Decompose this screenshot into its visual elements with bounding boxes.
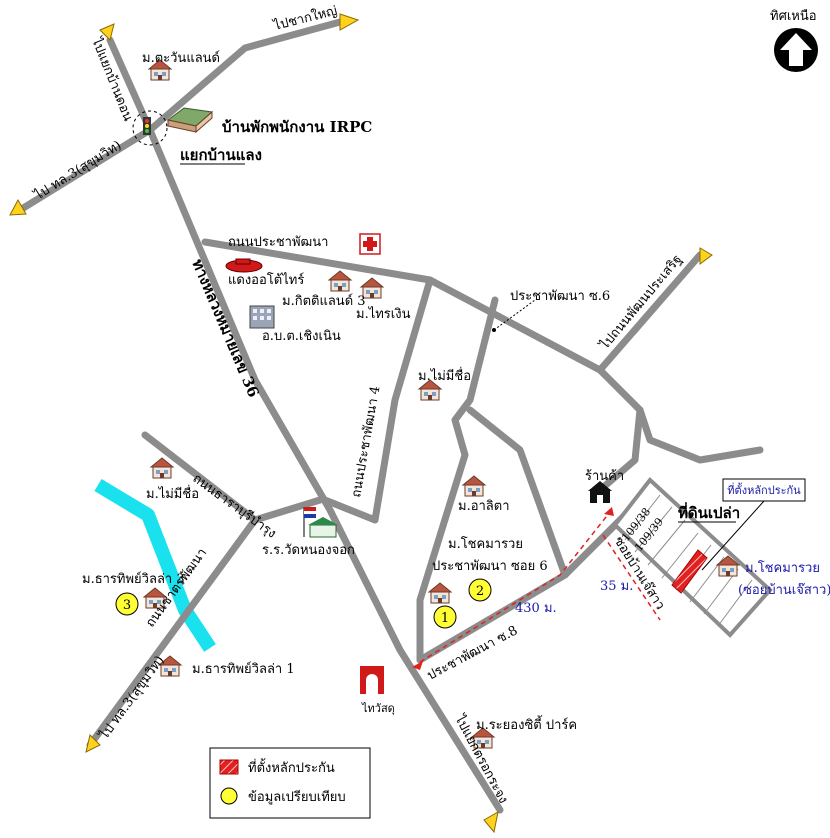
label-soi-ban-jaesao: (ซอยบ้านเจ๊สาว) xyxy=(738,583,830,598)
route-line-35m xyxy=(602,534,661,621)
svg-text:1: 1 xyxy=(441,611,449,626)
highway-36-road xyxy=(106,36,504,814)
house-icon xyxy=(462,475,486,497)
label-tharapiw-1: ม.ธารทิพย์วิลล่า 1 xyxy=(192,661,295,677)
label-home-pro: ไทวัสดุ xyxy=(361,702,395,715)
hospital-icon xyxy=(359,233,381,255)
svg-text:3: 3 xyxy=(123,598,131,613)
thai-watsadu-logo-icon xyxy=(360,666,384,694)
school-icon xyxy=(303,507,338,538)
label-kitti-land: ม.กิตติแลนด์ 3 xyxy=(282,293,366,309)
north-label: ทิศเหนือ xyxy=(770,8,817,24)
legend-comparison-swatch xyxy=(220,787,238,805)
collateral-plot xyxy=(671,549,708,594)
svg-text:2: 2 xyxy=(476,584,484,599)
north-arrow-icon xyxy=(774,28,818,72)
road-network xyxy=(16,18,764,814)
road-to-th3-bottom xyxy=(86,516,259,749)
house-icon xyxy=(150,457,174,479)
ban-lang-junction xyxy=(132,110,168,146)
arrow-th3-bottom-icon xyxy=(85,734,101,753)
label-shop: ร้านค้า xyxy=(585,469,624,484)
label-arita: ม.อาลิตา xyxy=(458,499,510,514)
road-east-branch xyxy=(596,406,644,494)
shop-icon xyxy=(588,481,612,503)
river xyxy=(94,478,216,652)
label-dist-430: 430 ม. xyxy=(515,601,557,616)
arrow-th3-top-icon xyxy=(9,198,27,216)
prachapattana-soi6-road xyxy=(416,296,499,664)
label-subanphat-road: ถนนชาตรพัฒนา xyxy=(143,546,210,631)
road-to-chak-yai xyxy=(146,18,344,134)
comparison-marker-2[interactable]: 2 xyxy=(468,578,492,602)
label-no-name-1: ม.ไม่มีชื่อ xyxy=(418,367,471,384)
obt-building-icon xyxy=(249,305,275,329)
label-tharapiw-3: ม.ธารทิพย์วิลล่า 3 xyxy=(82,571,185,587)
label-dealer: แดงออโต้ไทร์ xyxy=(228,272,304,288)
route-line xyxy=(419,511,611,663)
label-empty-land: ที่ดินเปล่า xyxy=(678,502,740,522)
plot-block xyxy=(612,477,773,638)
arrow-kao-hang-icon xyxy=(483,811,499,834)
legend-comparison-label: ข้อมูลเปรียบเทียบ xyxy=(248,789,346,805)
label-thai-ngern: ม.ไทรเงิน xyxy=(356,306,411,322)
collateral-callout-text: ที่ตั้งหลักประกัน xyxy=(727,482,801,497)
label-to-th3-bottom: ไป ทล.3(สุขุมวิท) xyxy=(96,653,168,744)
legend-collateral-swatch xyxy=(219,759,239,775)
label-to-th3-top: ไป ทล.3(สุขุมวิท) xyxy=(31,137,125,204)
label-rayong-city-park: ม.ระยองซิตี้ ปาร์ค xyxy=(476,715,577,733)
label-dist-35: 35 ม. xyxy=(600,579,633,594)
label-school: ร.ร.วัดหนองจอก xyxy=(262,543,355,558)
direction-arrows xyxy=(9,13,713,834)
car-dealer-icon xyxy=(225,258,263,273)
arrow-chak-yai-icon xyxy=(339,13,360,31)
irpc-building-icon xyxy=(166,107,214,134)
legend-collateral-label: ที่ตั้งหลักประกัน xyxy=(248,758,335,776)
prachapattana-4-road xyxy=(321,276,434,524)
label-tawan-land: ม.ตะวันแลนด์ xyxy=(142,50,220,66)
road-to-pattana-prasert xyxy=(596,251,704,374)
arrow-pattana-prasert-icon xyxy=(699,247,713,265)
label-prachapattana-soi6: ประชาพัฒนา ซอย 6 xyxy=(432,559,548,574)
house-icon xyxy=(428,582,452,604)
label-saraburi-road: ถนนธาราบุรีบำรุง xyxy=(190,470,280,541)
label-chokmarauy-right: ม.โชคมารวย xyxy=(745,560,820,576)
legend: ที่ตั้งหลักประกัน ข้อมูลเปรียบเทียบ xyxy=(209,747,371,819)
label-prachapattana-road: ถนนประชาพัฒนา xyxy=(228,235,328,250)
road-to-th3-top xyxy=(16,126,154,214)
label-ban-lang: แยกบ้านแลง xyxy=(180,146,262,164)
label-no-name-2: ม.ไม่มีชื่อ xyxy=(146,485,199,502)
house-icon xyxy=(328,270,352,292)
label-chokmarauy-left: ม.โชคมารวย xyxy=(448,536,523,552)
comparison-marker-3[interactable]: 3 xyxy=(115,592,139,616)
label-irpc: บ้านพักพนักงาน IRPC xyxy=(222,118,372,136)
label-prachapattana-6: ประชาพัฒนา ซ.6 xyxy=(510,289,610,304)
arrow-ban-dong-icon xyxy=(99,23,115,41)
label-obt: อ.บ.ต.เชิงเนิน xyxy=(262,329,341,344)
comparison-marker-1[interactable]: 1 xyxy=(433,605,457,629)
